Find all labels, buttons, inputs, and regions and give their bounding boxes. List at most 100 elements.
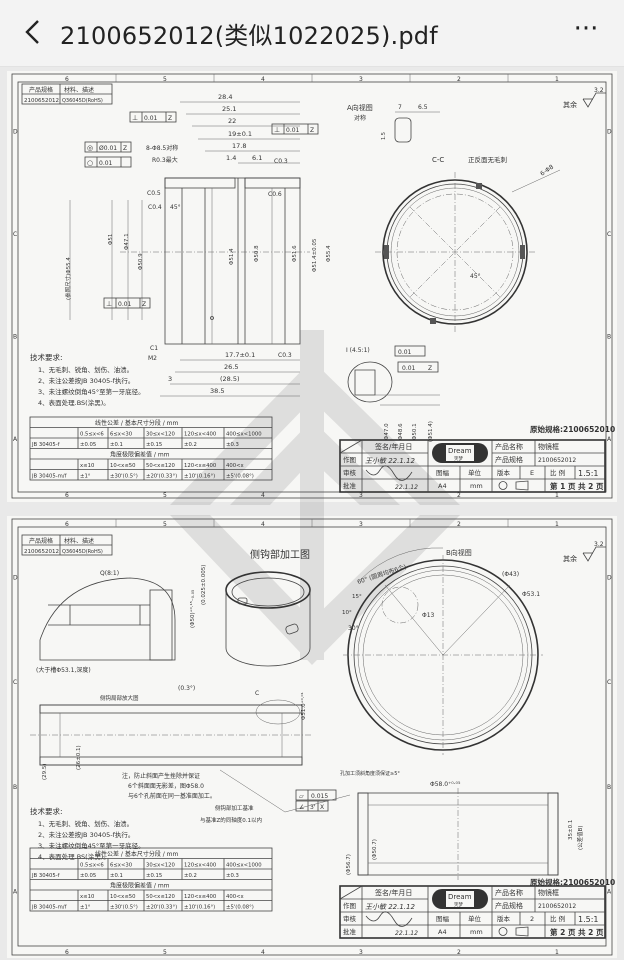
document-title: 2100652012(类似1022025).pdf [60,22,438,50]
table-cell: 6≤x<30 [110,432,133,438]
version-value: E [530,469,534,477]
scale-label: 比 例 [550,914,565,923]
gdt-tolerance: 0.01 [118,301,132,308]
note: C1 [150,345,158,352]
signature: 王小敏 22.1.12 [365,903,415,911]
view-b-circle [343,547,543,755]
tech-title: 技术要求: [30,806,63,816]
zone-column-label: 1 [555,76,559,83]
zone-column-label: 1 [555,521,559,528]
zone-row-label: C [13,231,17,238]
zone-row-label: B [607,784,611,791]
version-label: 版本 [497,914,511,923]
table-cell: 120≤x<400 [184,863,217,869]
dim-bottom: (28.5) [220,375,240,383]
tech-item: 4、表面处理.BS(涂黑)。 [38,852,110,861]
zone-column-label: 1 [555,949,559,956]
table-cell: ±30'(0.5°) [110,905,138,911]
size-label: 图幅 [436,914,450,923]
pdf-page-2 [7,516,617,958]
gdt-tolerance: 0.01 [144,115,158,122]
circle-label: Φ13 [422,612,435,619]
tech-item: 3、未注螺纹倒角45°至第一牙底径。 [38,841,145,850]
circle-label: 10° [342,610,352,616]
gdt-frame [103,297,151,309]
side-dim: 35±0.1 [568,820,574,840]
view-a-dim-1: 7 [398,104,402,111]
zone-row-label: D [13,574,18,581]
side-dim: (公差值B) [576,825,584,850]
gdt-frame [84,156,132,168]
zone-column-label: 5 [163,521,167,528]
note: 8-Φ8.5对称 [146,144,178,152]
projection-symbol-icon [498,927,508,936]
unit-label: 单位 [468,468,482,477]
size-value: A4 [438,482,447,490]
note-line: 注，防止斜面产生挫除并保证 [122,772,200,780]
rot-dim: C [255,690,259,697]
logo-text: Dream [448,893,472,901]
more-options-button[interactable]: ··· [566,14,606,50]
detail-dim: Φ47.0 [384,423,390,440]
spec-value-1: 2100652012 [24,549,59,555]
zone-column-label: 5 [163,76,167,83]
note: R0.3最大 [152,156,178,164]
back-button[interactable] [18,14,48,50]
gdt-tolerance: 0.01 [402,365,416,372]
table-cell: ±5'(0.08°) [226,474,254,480]
note: C0.4 [148,204,162,211]
product-name-value: 物镜框 [538,888,559,897]
dim-top: 17.8 [232,142,246,150]
rot-dim: 侧钩局部放大图 [100,694,139,702]
zone-row-label: B [607,333,611,340]
checked-label: 审核 [343,468,357,477]
tech-item: 4、表面处理.BS(涂黑)。 [38,398,110,407]
dim-left: Φ55.4 [326,245,332,262]
drawing-title: 侧钩部加工图 [250,548,310,561]
table-cell: 50<x≤120 [146,894,175,900]
origin-spec: 原始规格:2100652010 [530,424,615,434]
product-spec-label: 产品规格 [495,901,523,910]
unit-label: 单位 [468,914,482,923]
sign-date-header: 签名/年月日 [375,888,412,897]
drawn-label: 作图 [343,455,356,464]
gdt-symbol: ◎ [87,144,93,152]
view-a-title: A向视图 [347,103,373,112]
gdt-frame [271,123,319,135]
zone-column-label: 4 [261,492,265,499]
zone-column-label: 6 [65,76,69,83]
table-cell: ±20'(0.33°) [146,474,177,480]
table-cell: 400≤x<1000 [226,863,262,869]
table-cell: 50<x≤120 [146,463,175,469]
dim-left: Φ51 [108,234,114,245]
zone-column-label: 2 [457,76,461,83]
dim-top: 1.4 [226,154,236,162]
version-label: 版本 [497,468,511,477]
note: C0.6 [268,191,282,198]
table-cell: ±0.15 [146,873,162,879]
table-cell: ±0.1 [110,873,123,879]
gdt-datum: Z [168,115,172,122]
logo-subtext: 笑梦 [454,901,463,908]
signature-scribble [365,465,413,481]
table-cell: 0.5≤x<6 [80,432,104,438]
table-cell: 120≤x<400 [184,432,217,438]
zone-column-label: 2 [457,492,461,499]
table-cell: x≤10 [80,463,95,469]
table-cell: ±0.3 [226,442,239,448]
tech-title: 技术要求: [30,352,63,362]
note: M2 [148,355,157,362]
table-cell: 10<x≤50 [110,463,136,469]
view-a-dim-3: 1.5 [381,132,387,140]
table-cell: 10<x≤50 [110,894,136,900]
dim-left: Φ47.1 [124,233,130,250]
roughness-value: 3.2 [594,541,604,548]
zone-column-label: 4 [261,76,265,83]
zone-column-label: 3 [359,76,363,83]
dim-bottom: 26.5 [224,363,238,371]
spec-header-1: 产品规格 [29,537,53,545]
gdt-frame [397,361,439,373]
signature: 22.1.12 [395,484,418,491]
